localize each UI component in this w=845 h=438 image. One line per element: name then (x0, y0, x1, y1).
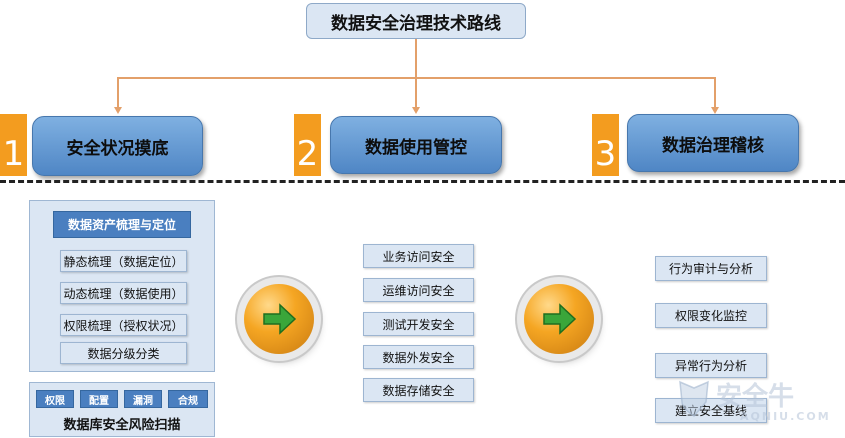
scan-tag-config: 配置 (80, 390, 118, 408)
scan-tag-compliance: 合规 (168, 390, 208, 408)
pillar-box-2: 数据使用管控 (330, 116, 502, 174)
pillar-box-1: 安全状况摸底 (32, 116, 203, 176)
middle-item-data-storage: 数据存储安全 (363, 378, 474, 402)
middle-item-data-outbound: 数据外发安全 (363, 345, 474, 369)
left-item-permission: 权限梳理（授权状况） (60, 314, 187, 336)
risk-scan-label: 数据库安全风险扫描 (63, 418, 181, 433)
scan-tag-permission: 权限 (36, 390, 74, 408)
right-item-audit: 行为审计与分析 (655, 256, 767, 281)
asset-mapping-header: 数据资产梳理与定位 (53, 211, 191, 238)
right-arrow-icon (263, 303, 297, 335)
right-item-permission-monitor: 权限变化监控 (655, 303, 767, 328)
connector-drop-3 (714, 77, 716, 107)
right-arrow-icon (543, 303, 577, 335)
middle-item-ops-access: 运维访问安全 (363, 278, 474, 302)
connector-arrowhead-3 (711, 107, 719, 114)
connector-arrowhead-1 (114, 107, 122, 114)
middle-item-business-access: 业务访问安全 (363, 244, 474, 268)
watermark-logo-sub: AQNIU.COM (740, 410, 831, 423)
pillar-number-1: 1 (0, 114, 27, 176)
middle-item-test-dev: 测试开发安全 (363, 312, 474, 336)
right-item-anomaly: 异常行为分析 (655, 353, 767, 378)
scan-tag-vulnerability: 漏洞 (124, 390, 162, 408)
watermark-logo-text: 安全牛 (716, 382, 795, 412)
watermark-shield-icon (679, 380, 709, 417)
connector-drop-1 (117, 77, 119, 107)
flow-arrow-2 (524, 284, 594, 354)
connector-arrowhead-2 (412, 107, 420, 114)
left-item-classification: 数据分级分类 (60, 342, 187, 364)
pillar-box-3: 数据治理稽核 (627, 114, 799, 172)
pillar-number-2: 2 (294, 114, 321, 176)
diagram-title: 数据安全治理技术路线 (306, 3, 526, 39)
left-item-static: 静态梳理（数据定位） (60, 250, 187, 272)
connector-drop-2 (415, 77, 417, 107)
flow-arrow-1 (244, 284, 314, 354)
connector-vertical-main (415, 39, 417, 78)
pillar-number-3: 3 (592, 114, 619, 176)
section-divider (0, 180, 845, 183)
left-item-dynamic: 动态梳理（数据使用） (60, 282, 187, 304)
